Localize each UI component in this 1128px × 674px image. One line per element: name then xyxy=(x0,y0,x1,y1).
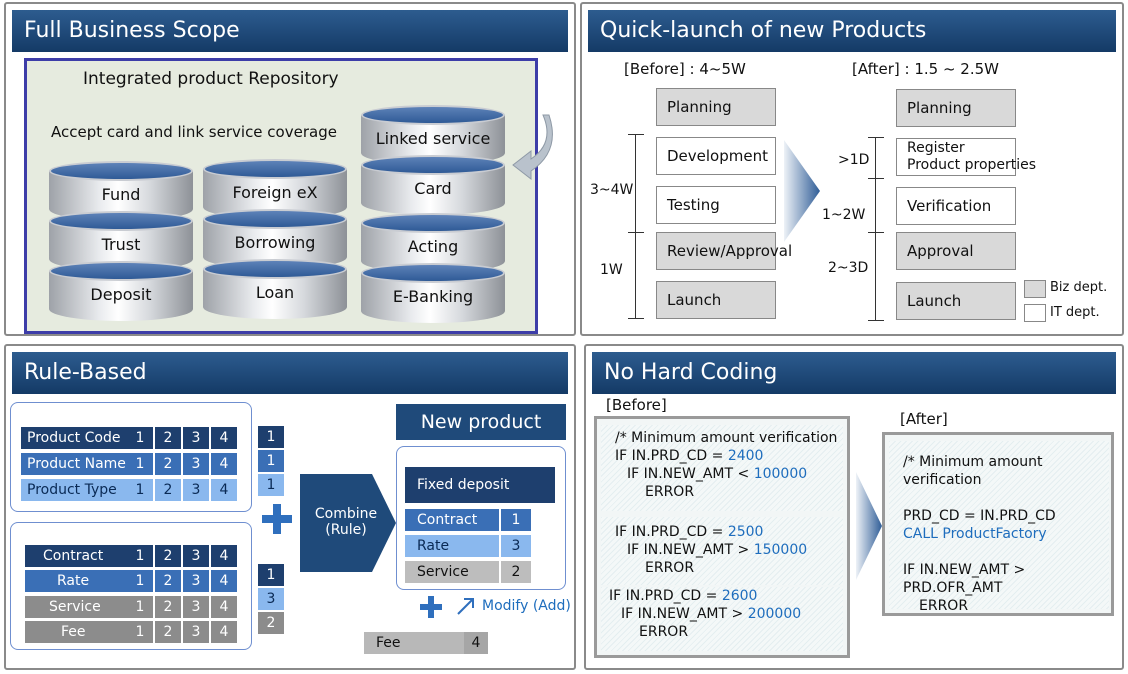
after-step-planning: Planning xyxy=(896,89,1016,127)
panel-title: Rule-Based xyxy=(12,352,568,394)
row-contract: Contract xyxy=(25,545,135,567)
row-fee: Fee xyxy=(25,621,135,643)
plus-small-icon xyxy=(420,596,442,618)
after-ofr-amt: PRD.OFR_AMT xyxy=(903,580,1003,596)
before-block-1: /* Minimum amount verification IF IN.PRD… xyxy=(601,425,843,511)
np-val-contract: 1 xyxy=(501,509,531,531)
quick-launch-panel: Quick-launch of new Products [Before] : … xyxy=(580,2,1124,336)
np-row-service: Service xyxy=(405,561,499,583)
before-code-panel: /* Minimum amount verification IF IN.PRD… xyxy=(594,416,850,658)
code-line: IF IN.NEW_AMT < 100000 xyxy=(627,466,808,482)
before-duration-label: [Before] : 4~5W xyxy=(624,60,746,78)
row-product-name: Product Name xyxy=(21,453,131,475)
after-assign: PRD_CD = IN.PRD_CD xyxy=(903,508,1056,524)
np-val-rate: 3 xyxy=(501,535,531,557)
np-val-service: 2 xyxy=(501,561,531,583)
after-error: ERROR xyxy=(919,598,969,614)
register-line-2: Product properties xyxy=(907,157,1037,173)
before-block-3: IF IN.PRD_CD = 2600 IF IN.NEW_AMT > 2000… xyxy=(601,587,843,651)
combine-arrow-icon xyxy=(300,474,396,572)
combine-rule-label: Combine (Rule) xyxy=(314,506,378,538)
code-line: IF IN.NEW_AMT > 200000 xyxy=(621,606,802,622)
modify-add-label: Modify (Add) xyxy=(482,598,571,614)
after-step-register: Register Product properties xyxy=(896,138,1036,176)
after-timeline xyxy=(875,137,876,320)
after-duration-register: >1D xyxy=(838,152,870,168)
after-comment-1: /* Minimum amount xyxy=(903,454,1043,470)
before-timeline xyxy=(635,134,636,318)
code-error: ERROR xyxy=(639,624,689,640)
np-row-rate: Rate xyxy=(405,535,499,557)
stack1-cell-2: 1 xyxy=(258,450,284,472)
product-attributes-group: Product Code Product Name Product Type 1… xyxy=(10,402,252,512)
stack2-cell-1: 1 xyxy=(258,564,284,586)
cylinder-card: Card xyxy=(361,155,505,215)
code-line: IF IN.PRD_CD = 2600 xyxy=(609,588,758,604)
after-duration-approval: 2~3D xyxy=(828,260,869,276)
after-duration-label: [After] : 1.5 ~ 2.5W xyxy=(852,60,999,78)
legend-biz-swatch xyxy=(1024,280,1046,298)
code-error: ERROR xyxy=(645,560,695,576)
plus-icon xyxy=(262,504,292,534)
register-line-1: Register xyxy=(907,140,965,156)
code-line: IF IN.PRD_CD = 2500 xyxy=(615,524,764,540)
before-step-development: Development xyxy=(656,137,776,175)
after-comment-2: verification xyxy=(903,472,982,488)
code-line: IF IN.PRD_CD = 2400 xyxy=(615,448,764,464)
row-product-code: Product Code xyxy=(21,427,131,449)
before-block-2: IF IN.PRD_CD = 2500 IF IN.NEW_AMT > 1500… xyxy=(601,517,843,585)
after-step-verification: Verification xyxy=(896,187,1016,225)
right-arrow-icon xyxy=(784,140,820,242)
row-rate: Rate xyxy=(25,570,135,592)
stack2-cell-2: 3 xyxy=(258,588,284,610)
fee-value: 4 xyxy=(464,632,488,654)
integrated-repository-box: Integrated product Repository Accept car… xyxy=(24,58,553,334)
np-row-contract: Contract xyxy=(405,509,499,531)
right-arrow-icon xyxy=(856,472,882,580)
before-step-testing: Testing xyxy=(656,186,776,224)
after-duration-verify: 1~2W xyxy=(822,207,866,223)
coverage-text: Accept card and link service coverage xyxy=(51,123,337,141)
curved-arrow-icon xyxy=(512,114,553,181)
before-step-review: Review/Approval xyxy=(656,232,792,270)
legend-biz-label: Biz dept. xyxy=(1050,280,1108,295)
repository-title: Integrated product Repository xyxy=(83,69,339,89)
stack1-cell-3: 1 xyxy=(258,474,284,496)
cylinder-loan: Loan xyxy=(203,259,347,319)
full-business-scope-panel: Full Business Scope Integrated product R… xyxy=(4,2,576,336)
after-code-panel: /* Minimum amount verification PRD_CD = … xyxy=(882,432,1114,616)
before-label: [Before] xyxy=(606,396,667,414)
cylinder-deposit: Deposit xyxy=(49,261,193,321)
legend-it-label: IT dept. xyxy=(1050,305,1100,320)
after-if: IF IN.NEW_AMT > xyxy=(903,562,1026,578)
new-product-box: Fixed deposit Contract 1 Rate 3 Service … xyxy=(396,446,566,590)
code-line: IF IN.NEW_AMT > 150000 xyxy=(627,542,808,558)
panel-title: Quick-launch of new Products xyxy=(588,10,1116,52)
after-label: [After] xyxy=(900,410,948,428)
after-step-approval: Approval xyxy=(896,232,1016,270)
before-step-planning: Planning xyxy=(656,88,776,126)
modify-arrow-icon xyxy=(457,598,474,615)
row-service: Service xyxy=(25,596,135,618)
no-hard-coding-panel: No Hard Coding [Before] [After] /* Minim… xyxy=(584,344,1124,670)
panel-title: No Hard Coding xyxy=(592,352,1116,394)
new-product-header: New product xyxy=(396,404,566,440)
legend-it-swatch xyxy=(1024,304,1046,322)
after-call: CALL ProductFactory xyxy=(903,526,1047,542)
code-comment: /* Minimum amount verification xyxy=(615,430,838,446)
code-error: ERROR xyxy=(645,484,695,500)
before-duration-dev: 3~4W xyxy=(590,182,634,198)
panel-title: Full Business Scope xyxy=(12,10,568,52)
before-duration-launch: 1W xyxy=(600,262,623,278)
before-step-launch: Launch xyxy=(656,281,776,319)
row-product-type: Product Type xyxy=(21,479,131,501)
cylinder-e-banking: E-Banking xyxy=(361,263,505,323)
stack1-cell-1: 1 xyxy=(258,426,284,448)
fee-block: Fee xyxy=(364,632,464,654)
rule-based-panel: Rule-Based Product Code Product Name Pro… xyxy=(4,344,576,670)
np-title: Fixed deposit xyxy=(405,467,555,503)
stack2-cell-3: 2 xyxy=(258,612,284,634)
after-step-launch: Launch xyxy=(896,282,1016,320)
